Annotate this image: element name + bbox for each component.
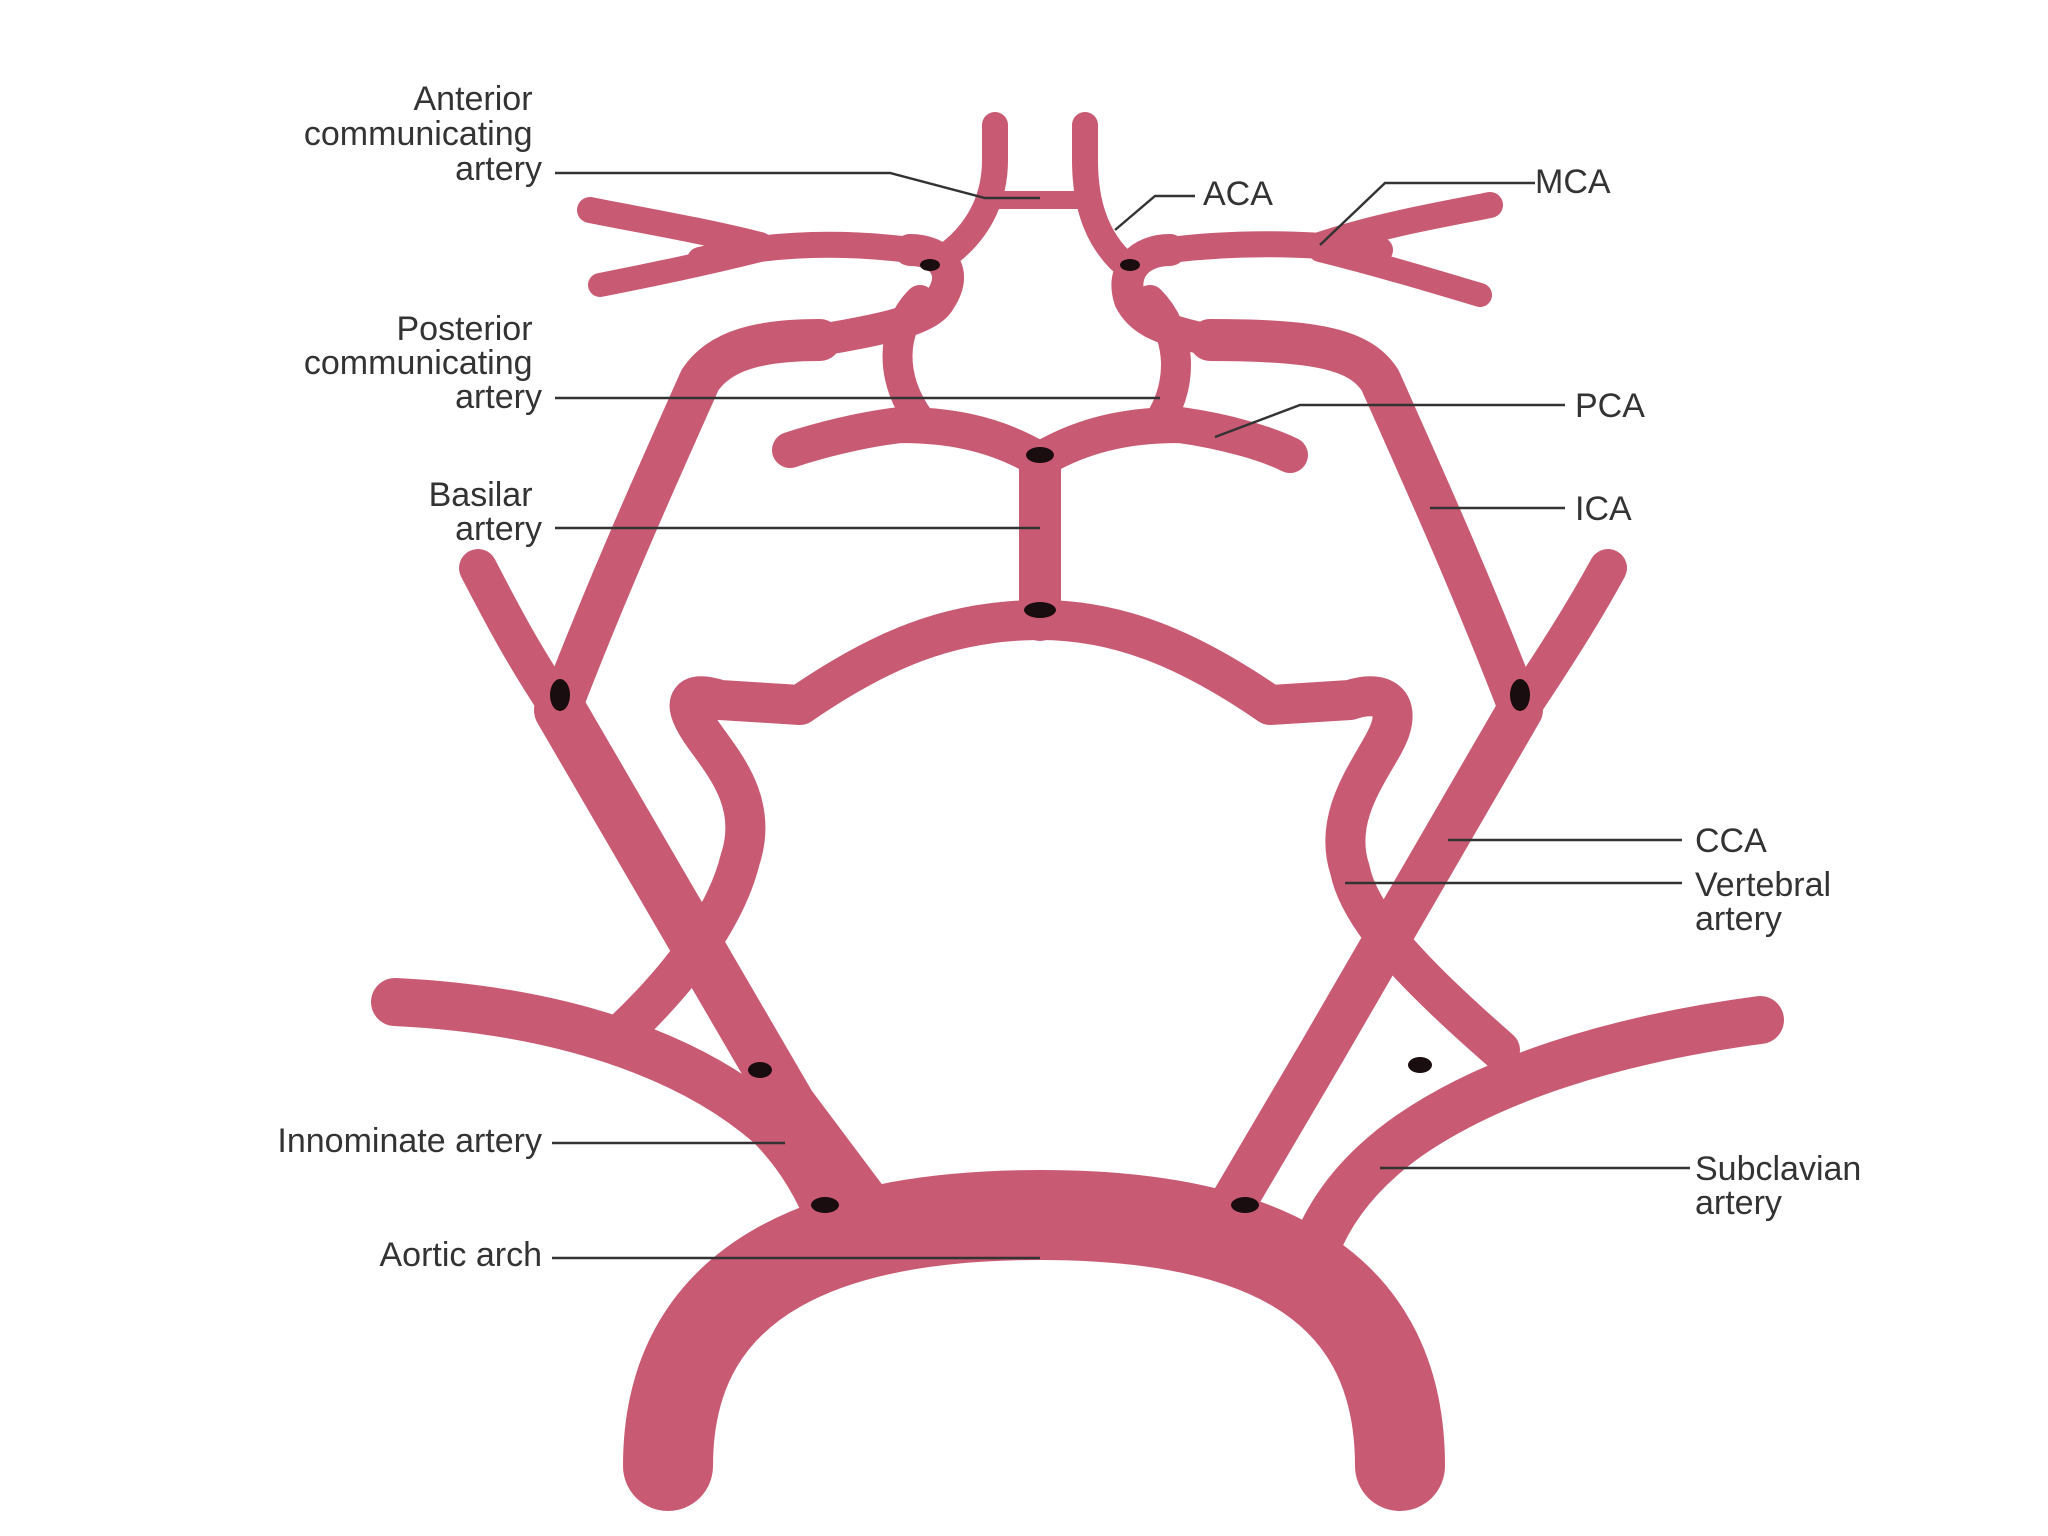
label-cca: CCA — [1695, 822, 1767, 860]
artery-vessels — [371, 112, 1784, 1511]
junction-shade — [1024, 602, 1056, 618]
right-aca-vessel — [1072, 112, 1133, 273]
left-mca-lower-branch-vessel — [588, 238, 772, 297]
junction-shade — [1231, 1197, 1259, 1213]
junction-shade — [920, 259, 940, 271]
junction-shade — [748, 1062, 772, 1078]
junction-shading — [550, 259, 1530, 1213]
right-subclavian-artery-vessel — [1291, 996, 1784, 1274]
label-posterior-communicating-artery: Posterior communicating artery — [304, 310, 542, 416]
right-eca-vessel — [1501, 549, 1627, 729]
leader-line-pca — [1214, 403, 1565, 439]
label-subclavian-artery: Subclavian artery — [1695, 1150, 1871, 1222]
right-pca-vessel — [1022, 407, 1308, 478]
label-ica: ICA — [1575, 490, 1632, 528]
label-vertebral-artery: Vertebral artery — [1695, 866, 1841, 938]
left-pca-vessel — [772, 407, 1058, 478]
innominate-artery-vessel — [534, 684, 906, 1251]
left-subclavian-artery-vessel — [371, 978, 859, 1254]
junction-shade — [1408, 1057, 1432, 1073]
junction-shade — [1120, 259, 1140, 271]
label-innominate-artery: Innominate artery — [277, 1122, 542, 1160]
leader-line-aca — [1114, 194, 1195, 231]
label-basilar-artery: Basilar artery — [429, 476, 542, 548]
labels: Anterior communicating artery ACA MCA Po… — [277, 80, 1871, 1274]
right-ica-terminal-vessel — [1111, 234, 1226, 356]
right-mca-lower-branch-vessel — [1308, 238, 1492, 307]
label-mca: MCA — [1535, 163, 1611, 201]
junction-shade — [1510, 679, 1530, 711]
right-cca-vessel — [1197, 687, 1543, 1248]
aortic-arch-vessel — [623, 1170, 1445, 1511]
left-eca-vessel — [459, 549, 579, 729]
leader-line-mca — [1319, 181, 1535, 246]
label-pca: PCA — [1575, 387, 1645, 425]
label-aortic-arch: Aortic arch — [380, 1236, 543, 1274]
left-ica-vessel — [539, 319, 841, 731]
leader-lines — [552, 171, 1690, 1260]
label-anterior-communicating-artery: Anterior communicating artery — [304, 80, 542, 188]
left-aca-vessel — [927, 112, 1008, 273]
left-vertebral-artery-vessel — [600, 600, 1060, 1055]
junction-shade — [550, 679, 570, 711]
right-ica-vessel — [1189, 319, 1541, 731]
junction-shade — [1026, 447, 1054, 463]
junction-shade — [811, 1197, 839, 1213]
label-aca: ACA — [1203, 175, 1273, 213]
leader-line-anterior-communicating — [555, 171, 1040, 200]
right-vertebral-artery-vessel — [1020, 600, 1520, 1070]
